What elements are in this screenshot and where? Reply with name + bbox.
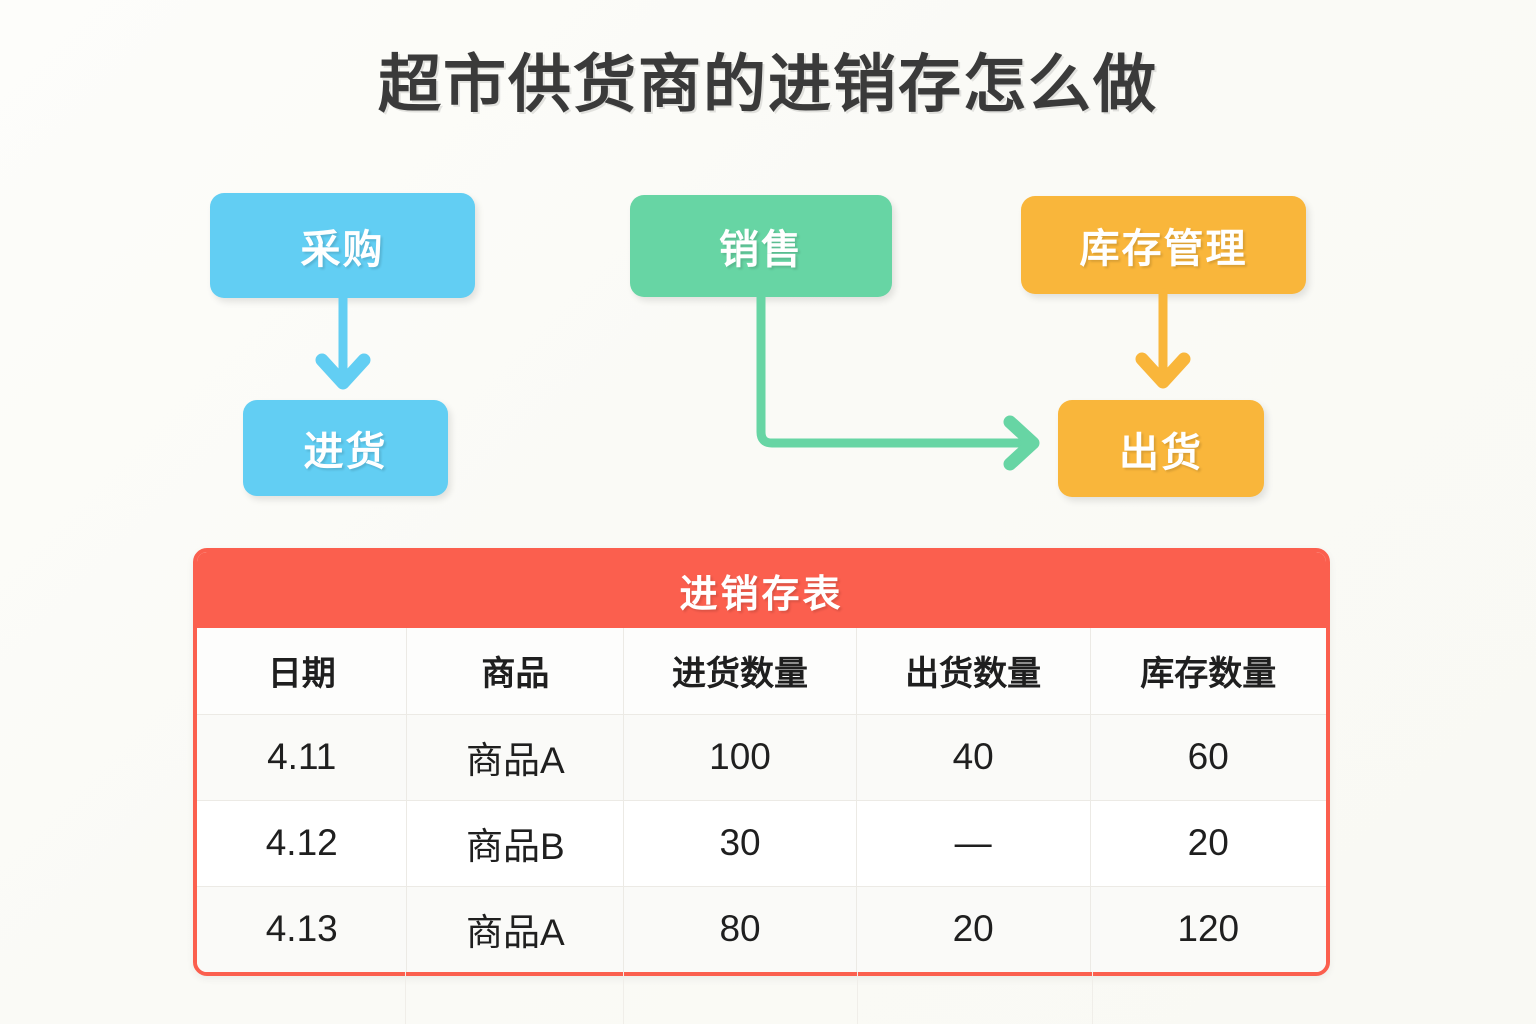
inventory-table-card: 进销存表 日期 商品 进货数量 出货数量 库存数量 4 (193, 548, 1330, 976)
column-guide-tick (405, 972, 406, 1024)
cell-product: 商品B (406, 800, 625, 887)
cell-product: 商品A (406, 714, 625, 801)
column-guide-tick (1092, 972, 1093, 1024)
table-row: 4.11 商品A 100 40 60 (197, 714, 1326, 801)
column-header-out-qty: 出货数量 (856, 628, 1091, 715)
flow-box-chuhuo[interactable]: 出货 (1058, 400, 1264, 497)
cell-stock-qty: 120 (1090, 886, 1326, 972)
flow-box-caigou[interactable]: 采购 (210, 193, 475, 298)
flow-box-jinhuo[interactable]: 进货 (243, 400, 448, 496)
column-guide-tick (857, 972, 858, 1024)
cell-in-qty: 80 (623, 886, 857, 972)
column-header-product: 商品 (406, 628, 625, 715)
column-guide-tick (623, 972, 624, 1024)
cell-stock-qty: 60 (1090, 714, 1326, 801)
arrow-kucun-to-chuhuo-icon (1135, 288, 1191, 389)
arrow-xiaoshou-to-chuhuo-icon (756, 291, 1040, 471)
flow-box-kucun[interactable]: 库存管理 (1021, 196, 1306, 294)
page-title: 超市供货商的进销存怎么做 (378, 50, 1158, 120)
table-row: 4.13 商品A 80 20 120 (197, 886, 1326, 972)
cell-product: 商品A (406, 886, 625, 972)
arrow-caigou-to-jinhuo-icon (315, 291, 371, 390)
inventory-table: 日期 商品 进货数量 出货数量 库存数量 4.11 商品A 100 40 60 … (197, 628, 1326, 972)
table-title: 进销存表 (197, 552, 1326, 628)
flow-box-xiaoshou[interactable]: 销售 (630, 195, 892, 297)
cell-out-qty: 40 (856, 714, 1091, 801)
cell-stock-qty: 20 (1090, 800, 1326, 887)
cell-out-qty: — (856, 800, 1091, 887)
cell-date: 4.13 (197, 886, 408, 972)
column-header-stock-qty: 库存数量 (1090, 628, 1326, 715)
cell-in-qty: 100 (623, 714, 857, 801)
cell-date: 4.12 (197, 800, 408, 887)
table-row: 4.12 商品B 30 — 20 (197, 800, 1326, 887)
cell-out-qty: 20 (856, 886, 1091, 972)
column-header-date: 日期 (197, 628, 408, 715)
column-header-in-qty: 进货数量 (623, 628, 857, 715)
cell-in-qty: 30 (623, 800, 857, 887)
table-header-row: 日期 商品 进货数量 出货数量 库存数量 (197, 628, 1326, 715)
cell-date: 4.11 (197, 714, 408, 801)
